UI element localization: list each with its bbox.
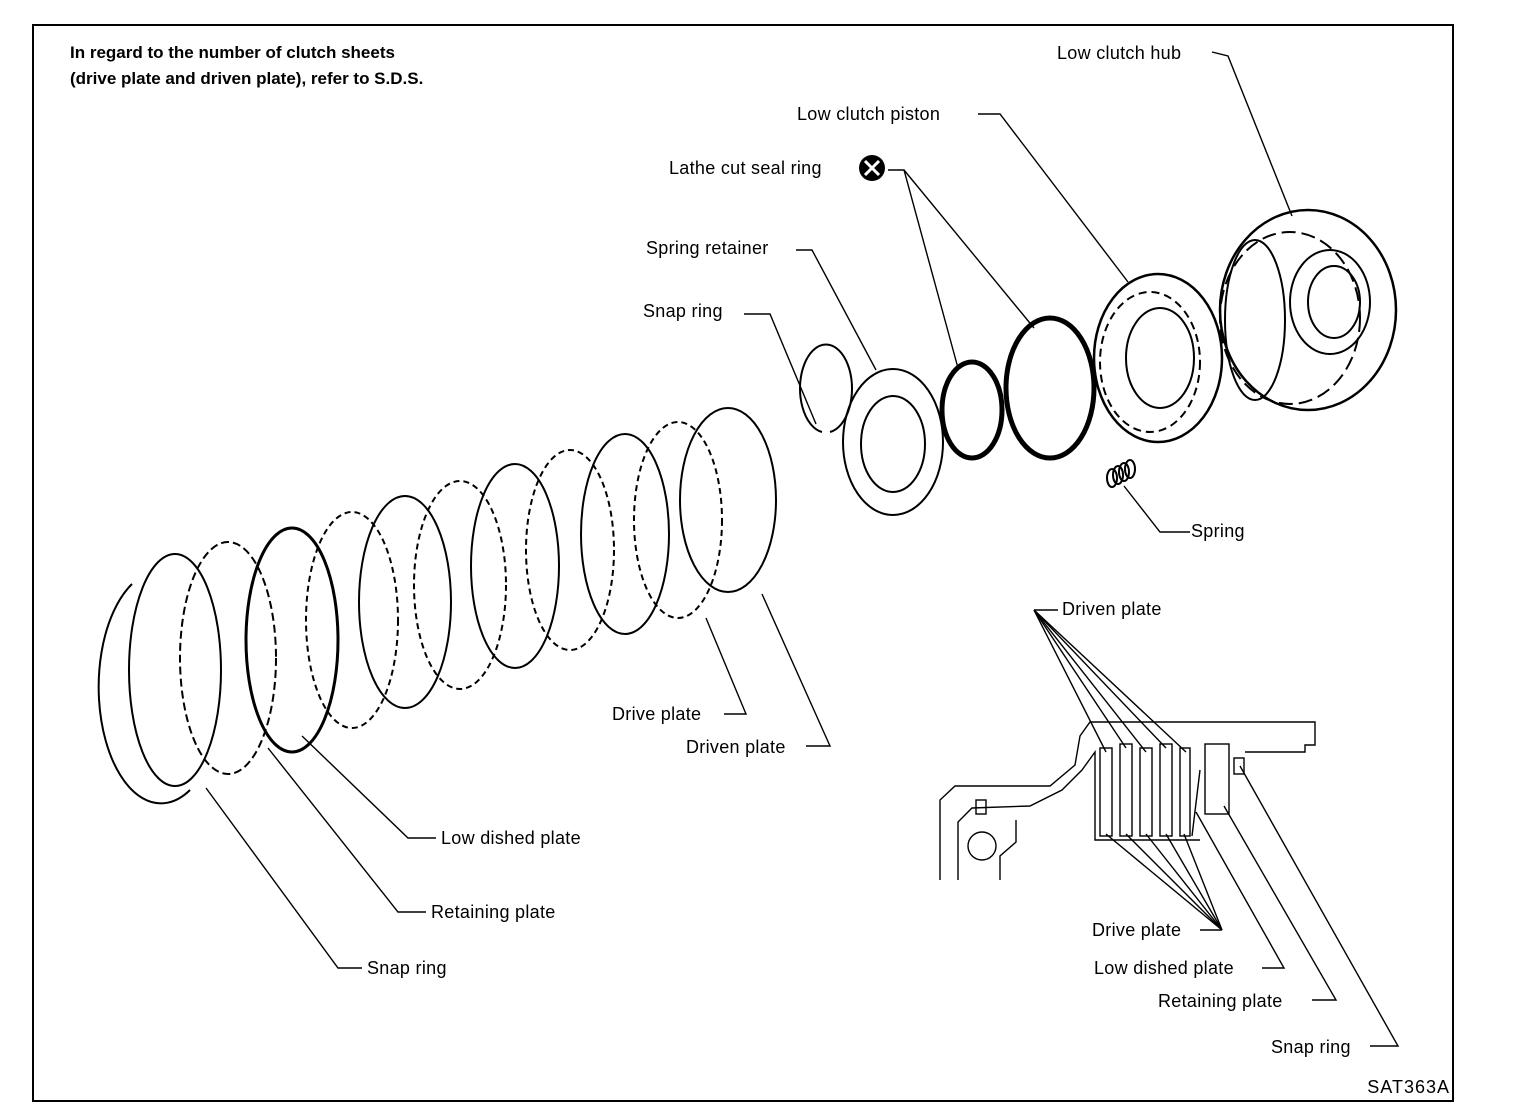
top-snap-ring-part — [799, 343, 853, 433]
low-clutch-piston-part — [1092, 272, 1224, 444]
bottom-snap-ring-part — [97, 583, 191, 805]
circled-x-icon — [859, 155, 885, 181]
diagram-frame — [32, 24, 1454, 1102]
spring-part — [1106, 459, 1136, 488]
low-clutch-hub-part — [1218, 208, 1398, 412]
inset-label-retaining-plate: Retaining plate — [1158, 991, 1283, 1011]
label-lathe-cut-seal-ring: Lathe cut seal ring — [669, 158, 822, 178]
spring-retainer-part — [842, 368, 944, 516]
inset-label-snap-ring: Snap ring — [1271, 1037, 1351, 1057]
inset-label-low-dished-plate: Low dished plate — [1094, 958, 1234, 978]
clutch-plate-stack — [97, 407, 777, 805]
label-drive-plate: Drive plate — [612, 704, 702, 724]
outer-seal-ring — [1003, 315, 1097, 461]
label-snap-ring-top: Snap ring — [643, 301, 723, 321]
label-spring: Spring — [1191, 521, 1245, 541]
inset-label-driven-plate: Driven plate — [1062, 599, 1162, 619]
clutch-sheets-note: In regard to the number of clutch sheets… — [70, 40, 423, 92]
label-spring-retainer: Spring retainer — [646, 238, 769, 258]
label-low-dished-plate: Low dished plate — [441, 828, 581, 848]
label-low-clutch-piston: Low clutch piston — [797, 104, 941, 124]
inset-label-drive-plate: Drive plate — [1092, 920, 1182, 940]
inner-seal-ring — [939, 359, 1005, 461]
label-driven-plate: Driven plate — [686, 737, 786, 757]
note-line-2: (drive plate and driven plate), refer to… — [70, 69, 424, 88]
figure-code: SAT363A — [1367, 1077, 1450, 1097]
cross-section-inset — [939, 609, 1400, 1047]
label-low-clutch-hub: Low clutch hub — [1057, 43, 1182, 63]
label-snap-ring-bottom: Snap ring — [367, 958, 447, 978]
note-line-1: In regard to the number of clutch sheets — [70, 43, 395, 62]
label-retaining-plate: Retaining plate — [431, 902, 556, 922]
